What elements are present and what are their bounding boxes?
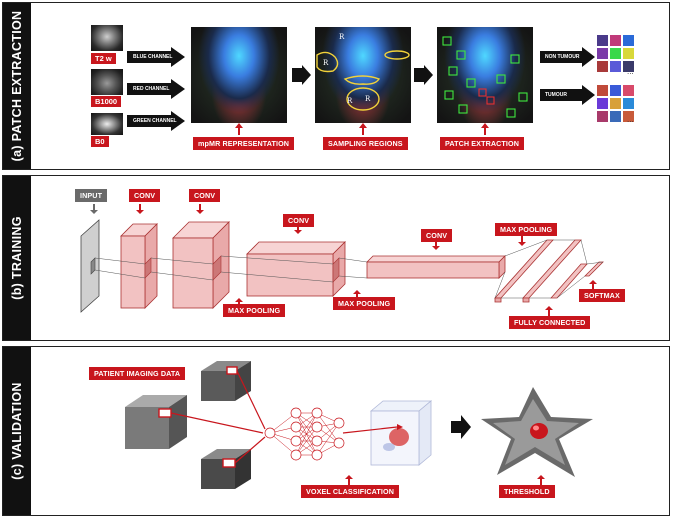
volume-cube-top bbox=[201, 361, 251, 401]
channel-label-blue: BLUE CHANNEL bbox=[133, 54, 173, 60]
conv-label-3: CONV bbox=[283, 214, 315, 227]
svg-text:R: R bbox=[347, 97, 353, 105]
conv-layer-3 bbox=[246, 241, 346, 297]
voxel-pointer bbox=[345, 475, 353, 485]
channel-label-red: RED CHANNEL bbox=[133, 86, 170, 92]
maxpool1-pointer bbox=[235, 298, 243, 308]
arrow-red-channel bbox=[127, 79, 185, 99]
threshold-render bbox=[481, 387, 593, 477]
max-pooling-label-2: MAX POOLING bbox=[333, 297, 396, 310]
panel-a-sidebar: (a) PATCH EXTRACTION bbox=[3, 3, 31, 169]
sampling-up-arrow bbox=[359, 123, 367, 135]
tumour-ellipsis: ... bbox=[627, 115, 634, 124]
sampling-outline-left bbox=[316, 51, 339, 73]
conv-label-1: CONV bbox=[129, 189, 161, 202]
classification-cube bbox=[369, 400, 433, 466]
softmax-label: SOFTMAX bbox=[579, 289, 625, 302]
patch-up-arrow bbox=[481, 123, 489, 135]
sampling-outline-right bbox=[384, 50, 410, 60]
panel-validation: (c) VALIDATION PATIENT IMAGING DATA bbox=[2, 346, 670, 516]
arrow-to-sampling bbox=[292, 65, 311, 85]
cnn-architecture bbox=[80, 204, 604, 316]
arrow-green-channel bbox=[127, 111, 185, 131]
svg-text:R: R bbox=[365, 95, 371, 103]
voxel-classification-label: VOXEL CLASSIFICATION bbox=[301, 485, 399, 498]
input-label-b0: B0 bbox=[91, 136, 109, 147]
panel-a-label: (a) PATCH EXTRACTION bbox=[10, 10, 24, 162]
panel-b-sidebar: (b) TRAINING bbox=[3, 176, 31, 340]
input-thumb-b1000 bbox=[91, 69, 123, 95]
channel-arrows bbox=[127, 47, 185, 131]
volume-cube-left bbox=[125, 395, 187, 449]
patient-imaging-data-label: PATIENT IMAGING DATA bbox=[89, 367, 186, 380]
fc-layer-2 bbox=[522, 239, 582, 303]
channel-label-green: GREEN CHANNEL bbox=[133, 118, 177, 124]
threshold-pointer bbox=[537, 475, 545, 485]
patch-boxes bbox=[442, 36, 528, 118]
input-pointer bbox=[90, 204, 98, 214]
conv2-pointer bbox=[196, 204, 204, 214]
conv1-pointer bbox=[136, 204, 144, 214]
softmax-pointer bbox=[589, 280, 597, 290]
panel-patch-extraction: (a) PATCH EXTRACTION T2 w B1000 B0 BLUE … bbox=[2, 2, 670, 170]
panel-training: (b) TRAINING bbox=[2, 175, 670, 341]
conv-label-4: CONV bbox=[421, 229, 453, 242]
sampling-region-outlines: R R R R bbox=[316, 33, 410, 111]
arrow-to-threshold bbox=[451, 415, 471, 439]
input-thumb-t2w bbox=[91, 25, 123, 51]
input-label-t2w: T2 w bbox=[91, 53, 116, 64]
input-label: INPUT bbox=[75, 189, 108, 202]
sampling-regions-image bbox=[315, 27, 411, 123]
panel-c-sidebar: (c) VALIDATION bbox=[3, 347, 31, 515]
non-tumour-ellipsis: ... bbox=[627, 67, 634, 76]
arrow-to-patches bbox=[414, 65, 433, 85]
stage-label-sampling: SAMPLING REGIONS bbox=[323, 137, 408, 150]
sampling-outline-prostate bbox=[346, 87, 380, 111]
volume-cube-bottom bbox=[201, 449, 251, 489]
validation-diagram bbox=[125, 361, 593, 489]
output-label-tumour: TUMOUR bbox=[545, 92, 567, 98]
conv-label-2: CONV bbox=[189, 189, 221, 202]
max-pooling-label-1: MAX POOLING bbox=[223, 304, 286, 317]
conv3-pointer bbox=[294, 222, 302, 234]
conv-layer-4 bbox=[366, 255, 506, 279]
threshold-label: THRESHOLD bbox=[499, 485, 555, 498]
non-tumour-patch-grid bbox=[597, 35, 634, 72]
svg-text:R: R bbox=[339, 33, 345, 41]
stage-label-mpmr: mpMR REPRESENTATION bbox=[193, 137, 295, 150]
arrow-non-tumour bbox=[540, 47, 595, 67]
conv-layer-1 bbox=[120, 223, 158, 309]
fully-connected-label: FULLY CONNECTED bbox=[509, 316, 591, 329]
svg-text:R: R bbox=[323, 59, 329, 67]
arrow-blue-channel bbox=[127, 47, 185, 67]
input-label-b1000: B1000 bbox=[91, 96, 122, 107]
input-thumb-b0 bbox=[91, 113, 123, 135]
fc-bottom-pointer bbox=[545, 306, 553, 316]
mpmr-up-arrow bbox=[235, 123, 243, 135]
sampling-outline-center bbox=[343, 75, 381, 85]
conv4-pointer bbox=[432, 238, 440, 250]
stage-label-patch: PATCH EXTRACTION bbox=[440, 137, 525, 150]
input-layer bbox=[80, 219, 100, 313]
maxpool2-pointer bbox=[353, 290, 361, 300]
output-label-non-tumour: NON TUMOUR bbox=[545, 54, 580, 60]
conv-layer-2 bbox=[172, 221, 230, 309]
mpmr-image bbox=[191, 27, 287, 123]
max-pooling-label-3: MAX POOLING bbox=[495, 223, 558, 236]
fc-top-pointer bbox=[518, 236, 526, 246]
arrow-tumour bbox=[540, 85, 595, 105]
neural-network bbox=[264, 407, 345, 461]
output-arrows bbox=[540, 47, 595, 105]
tumour-patch-grid bbox=[597, 85, 634, 122]
